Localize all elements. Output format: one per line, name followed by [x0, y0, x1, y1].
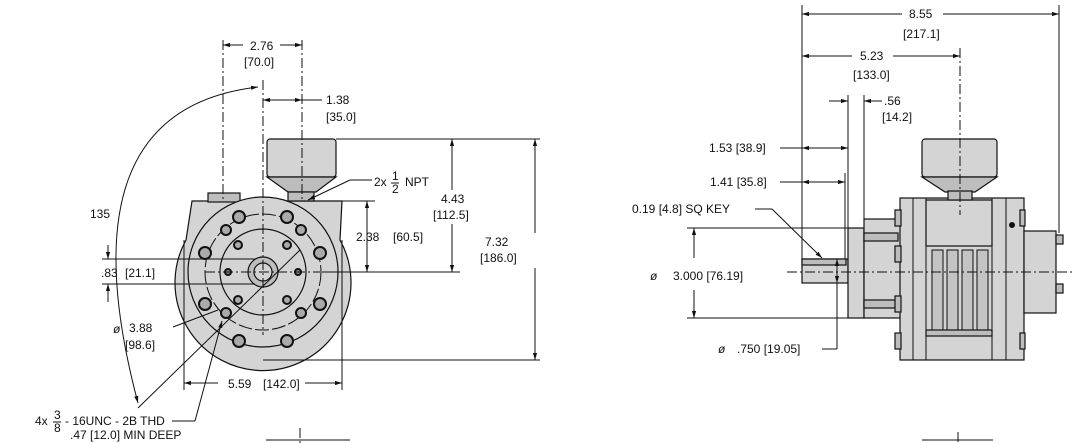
- dim-7-32-mm: [186.0]: [480, 251, 517, 265]
- dim-8-55-mm: [217.1]: [903, 27, 940, 41]
- dim-0-56-mm: [14.2]: [882, 110, 912, 124]
- side-view: 8.55 [217.1] 5.23 [133.0] .56 [14.2] 1.5…: [632, 5, 1074, 443]
- dim-0-83: .83: [101, 266, 118, 280]
- front-view: 2.76 [70.0] 1.38 [35.0] 2x 1 2 NPT 4.43 …: [35, 39, 540, 443]
- dim-8-55: 8.55: [909, 7, 933, 21]
- port-label-prefix: 2x: [374, 175, 387, 189]
- port-label-suffix: NPT: [405, 175, 430, 189]
- angle-135: 135: [90, 207, 110, 221]
- diameter-symbol-shaft: ø: [718, 342, 726, 356]
- port-fraction-num: 1: [392, 169, 399, 183]
- dim-1-41: 1.41 [35.8]: [710, 175, 767, 189]
- port-neck: [919, 176, 999, 193]
- pilot-flange: [847, 227, 865, 319]
- dim-2-76-mm: [70.0]: [244, 55, 274, 69]
- top-boss: [207, 192, 241, 203]
- dim-0-56: .56: [884, 94, 901, 108]
- dim-2-38: 2.38: [356, 230, 380, 244]
- dim-0-750: .750 [19.05]: [737, 342, 800, 356]
- dim-5-23: 5.23: [860, 49, 884, 63]
- diameter-symbol: ø: [113, 322, 121, 336]
- thread-fraction-num: 3: [54, 408, 61, 422]
- shaft-key: [801, 258, 847, 266]
- dim-3-000: 3.000 [76.19]: [673, 269, 743, 283]
- dim-5-59: 5.59: [228, 377, 252, 391]
- port-block: [925, 199, 993, 247]
- thread-prefix: 4x: [35, 414, 48, 428]
- diameter-symbol: ø: [650, 269, 658, 283]
- dim-3-88: 3.88: [129, 321, 153, 335]
- dim-0-83-mm: [21.1]: [125, 266, 155, 280]
- thread-depth: .47 [12.0] MIN DEEP: [70, 428, 181, 442]
- dim-4-43-mm: [112.5]: [433, 208, 469, 222]
- dim-5-23-mm: [133.0]: [853, 68, 890, 82]
- sq-key-label: 0.19 [4.8] SQ KEY: [632, 202, 730, 216]
- dim-5-59-mm: [142.0]: [263, 377, 300, 391]
- thread-spec: - 16UNC - 2B THD: [65, 414, 165, 428]
- dim-2-76: 2.76: [250, 39, 274, 53]
- dim-1-38: 1.38: [326, 93, 350, 107]
- dim-1-38-mm: [35.0]: [326, 110, 356, 124]
- dim-3-88-mm: [98.6]: [125, 338, 155, 352]
- port-fraction-den: 2: [392, 182, 399, 196]
- thread-fraction-den: 8: [54, 421, 61, 435]
- dim-7-32: 7.32: [485, 235, 509, 249]
- dim-4-43: 4.43: [441, 192, 465, 206]
- dim-2-38-mm: [60.5]: [393, 230, 423, 244]
- port-fitting: [287, 191, 315, 202]
- dim-1-53: 1.53 [38.9]: [709, 141, 766, 155]
